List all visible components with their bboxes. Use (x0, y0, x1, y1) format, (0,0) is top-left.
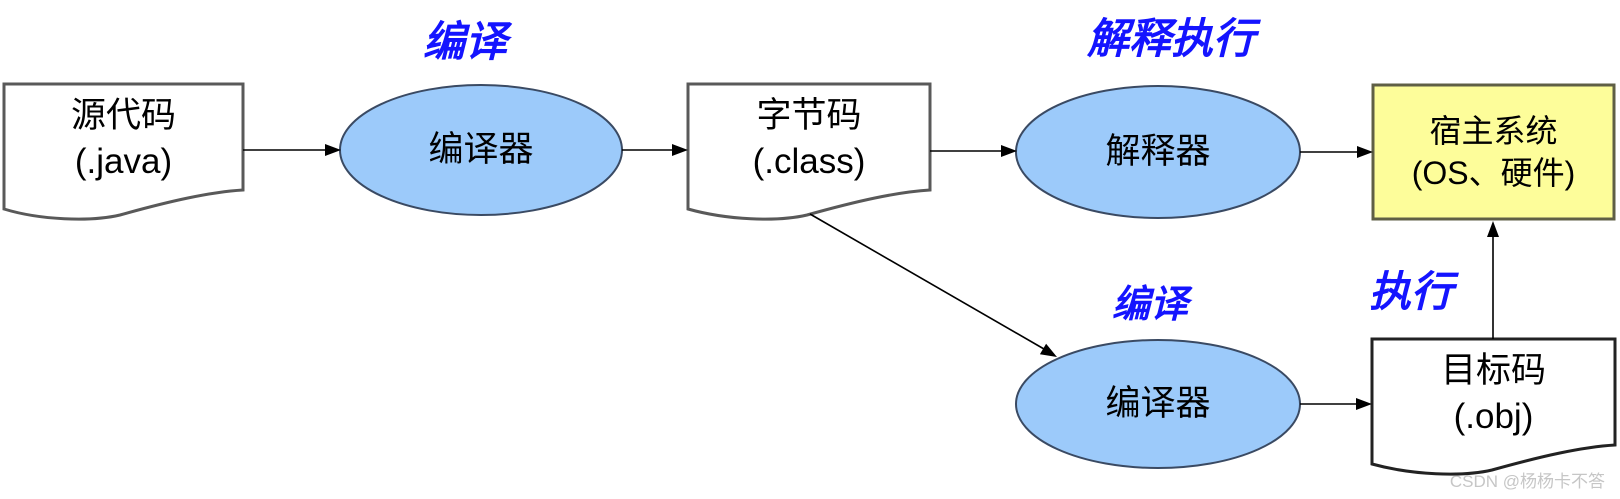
arrow-interpreter-to-host (1300, 146, 1373, 158)
compiler-top-label: 编译器 (428, 129, 534, 169)
arrow-compiler-bottom-to-object (1300, 398, 1372, 410)
object-code-sub: (.obj) (1453, 397, 1534, 436)
compiler-bottom-node: 编译器 (1016, 340, 1300, 468)
arrow-bytecode-to-compiler-bottom (809, 213, 1057, 357)
host-system-sub: (OS、硬件) (1411, 155, 1576, 191)
source-code-node: 源代码 (.java) (4, 88, 243, 190)
host-system-title: 宿主系统 (1429, 112, 1558, 149)
edge-label-compile-bottom: 编译 (1111, 282, 1188, 326)
arrow-object-to-host (1487, 221, 1499, 339)
source-code-doc-shape (2, 82, 245, 221)
source-code-sub: (.java) (74, 142, 173, 181)
bytecode-sub: (.class) (752, 142, 866, 181)
object-code-node: 目标码 (.obj) (1372, 343, 1615, 445)
compiler-bottom-label: 编译器 (1105, 383, 1211, 423)
object-code-doc-shape (1370, 337, 1617, 476)
source-code-title: 源代码 (70, 95, 176, 135)
interpreter-node: 解释器 (1016, 86, 1300, 218)
csdn-watermark: CSDN @杨杨卡不答 (1449, 472, 1605, 491)
compiler-top-node: 编译器 (340, 85, 622, 215)
bytecode-title: 字节码 (756, 95, 862, 135)
bytecode-doc-shape (686, 82, 932, 221)
edge-label-execute: 执行 (1368, 267, 1453, 316)
object-code-title: 目标码 (1440, 350, 1546, 390)
interpreter-label: 解释器 (1105, 131, 1211, 171)
arrow-bytecode-to-interpreter (930, 145, 1017, 157)
host-system-node: 宿主系统 (OS、硬件) (1373, 85, 1614, 219)
edge-label-interpret-execute: 解释执行 (1086, 14, 1255, 63)
arrow-compiler-to-bytecode (622, 144, 688, 156)
arrow-source-to-compiler (243, 144, 341, 156)
edge-label-compile-top: 编译 (422, 17, 507, 66)
bytecode-node: 字节码 (.class) (688, 88, 930, 190)
